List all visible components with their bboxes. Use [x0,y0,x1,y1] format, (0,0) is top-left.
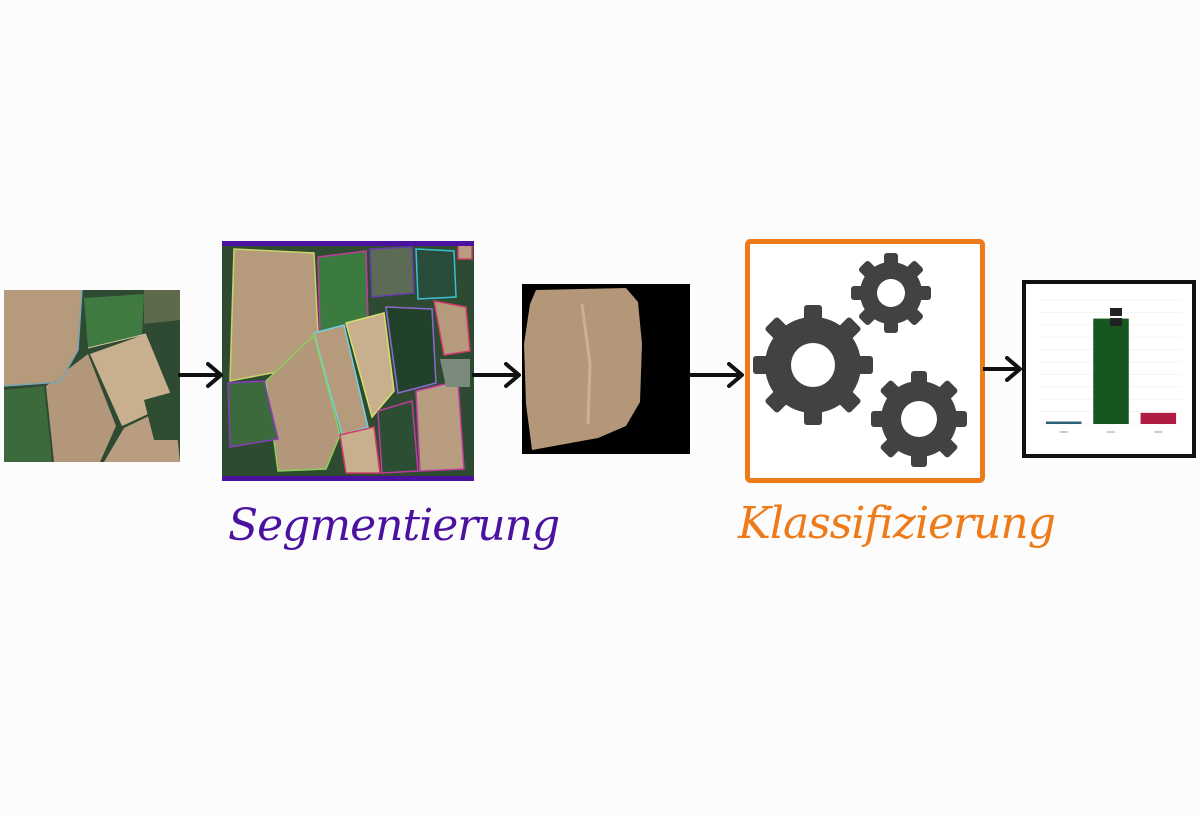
result-chart [1022,280,1196,458]
bar-3 [1140,412,1177,424]
bar-2 [1093,318,1129,424]
arrow-4 [983,356,1022,382]
chart-tooltip [1110,308,1122,326]
arrow-1 [178,362,223,388]
bar-1 [1045,421,1082,424]
classification-label: Klassifizierung [738,498,1056,549]
gears-icon [753,253,967,467]
arrow-3 [689,362,744,388]
masked-field-image [522,284,690,454]
input-satellite-image [4,290,180,462]
segmentation-label: Segmentierung [228,500,560,551]
arrow-2 [472,362,521,388]
segmentation-image [222,241,474,481]
classification-box [745,239,985,483]
